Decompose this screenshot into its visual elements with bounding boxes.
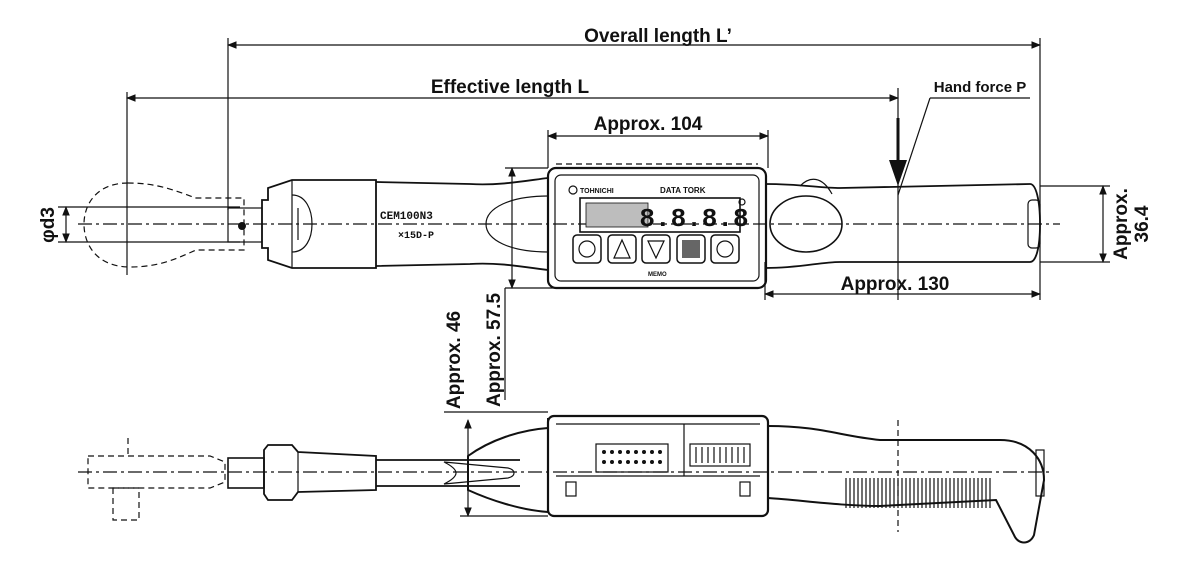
triangle-down-icon: [647, 240, 665, 260]
approx-104-label: Approx. 104: [594, 114, 703, 135]
overall-length-label: Overall length L’: [584, 26, 732, 47]
grip-knurling: [845, 478, 991, 508]
effective-length-label: Effective length L: [431, 77, 590, 98]
display-housing: [546, 166, 768, 290]
lcd-digits: 8.8.8.8: [639, 204, 748, 234]
power-button[interactable]: [572, 234, 602, 264]
dim-approx-36-4: Approx. 36.4: [1040, 185, 1153, 263]
grip-window: [769, 195, 843, 253]
power-icon: [578, 240, 596, 258]
model-label-line2: ×15D-P: [398, 231, 434, 242]
side-grip-end-cap: [1035, 449, 1045, 497]
lcd-indicator-area: [585, 202, 649, 228]
reset-button[interactable]: [710, 234, 740, 264]
approx-57-5-label: Approx. 57.5: [484, 293, 505, 407]
phi-d3-label: φd3: [38, 207, 59, 243]
reset-icon: [716, 240, 734, 258]
side-body-front: [467, 418, 549, 514]
dim-overall-length: Overall length L’: [227, 26, 1041, 300]
lcd-display: [579, 197, 741, 233]
brand-logo-icon: [568, 185, 578, 195]
approx-130-label: Approx. 130: [841, 274, 950, 295]
dim-phi-d3: φd3: [38, 206, 240, 243]
up-button[interactable]: [607, 234, 637, 264]
side-grip: [767, 425, 1046, 544]
model-label-line1: CEM100N3: [380, 211, 433, 223]
drive-pin: [238, 222, 246, 230]
battery-cover: [595, 443, 669, 473]
side-shaft-slot: [443, 461, 515, 485]
connector-pins: [695, 447, 745, 463]
dim-approx-130: Approx. 130: [764, 262, 1041, 300]
hand-force-label: Hand force P: [934, 79, 1027, 96]
memo-label: MEMO: [648, 272, 667, 278]
dim-approx-104: Approx. 104: [547, 114, 769, 168]
connector-port: [689, 443, 751, 467]
dim-hand-force: Hand force P: [889, 79, 1030, 300]
side-drive-outline: [112, 487, 140, 521]
battery-grip-dots: [602, 450, 662, 464]
triangle-up-icon: [613, 238, 631, 259]
wrench-head: [261, 179, 377, 269]
approx-36-4-label-line1: Approx.: [1111, 188, 1132, 260]
side-square-drive: [227, 457, 265, 489]
memory-icon: [682, 240, 700, 258]
button-row: [572, 234, 740, 264]
approx-46-label: Approx. 46: [444, 311, 465, 409]
grip-end-cap: [1027, 199, 1041, 249]
side-display-housing: [546, 414, 770, 518]
memory-button[interactable]: [676, 234, 706, 264]
approx-36-4-label-line2: 36.4: [1132, 205, 1153, 242]
side-wrench-head: [263, 444, 377, 501]
product-label: DATA TORK: [660, 186, 706, 195]
brand-label: TOHNICHI: [580, 188, 614, 195]
interchangeable-head-outline: [83, 182, 245, 268]
side-head-outline: [87, 455, 226, 489]
down-button[interactable]: [641, 234, 671, 264]
